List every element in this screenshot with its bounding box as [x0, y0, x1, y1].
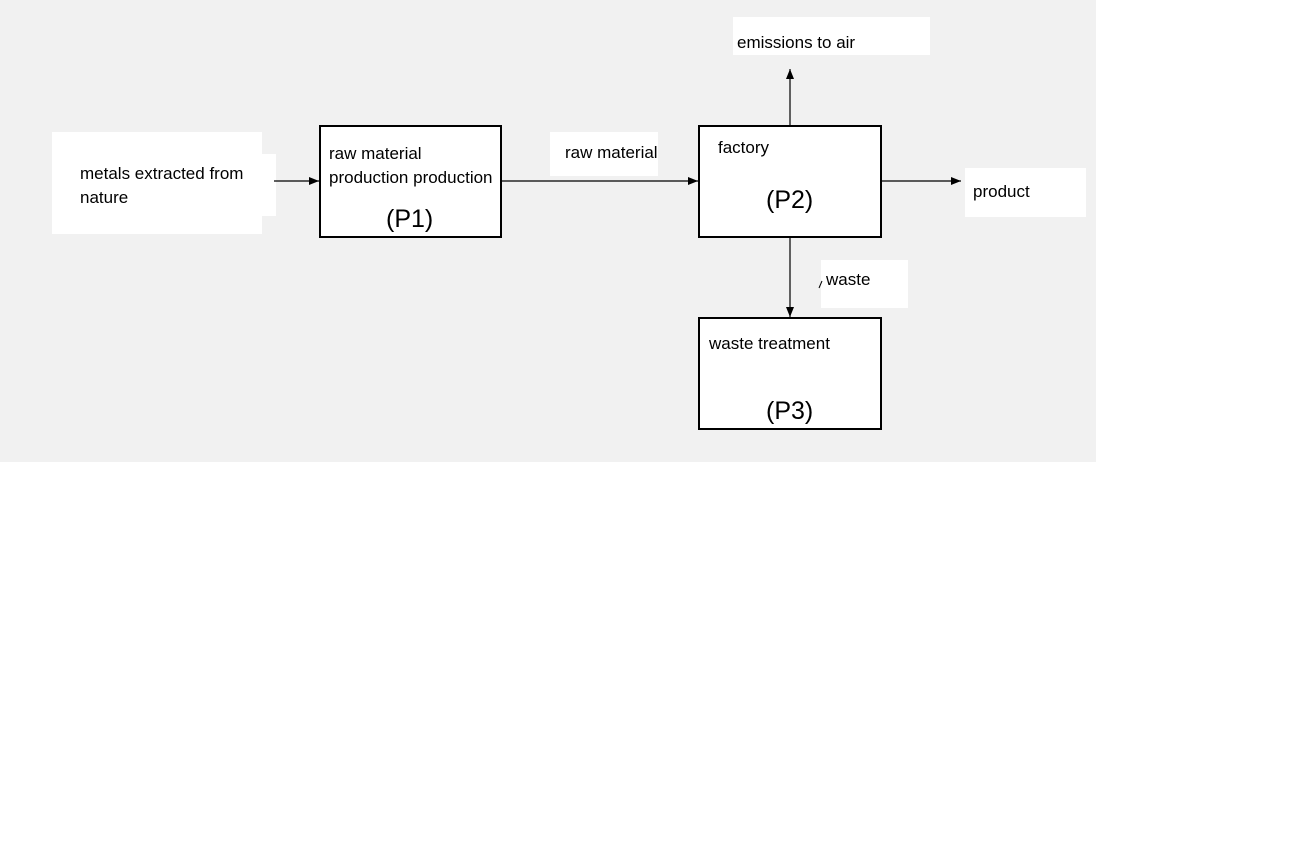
metals-label-background-notch	[262, 154, 276, 216]
waste-flow-label: waste	[826, 270, 871, 289]
raw-material-label-background	[550, 132, 658, 176]
p3-title: waste treatment	[709, 334, 830, 353]
p1-title-line1: raw material	[329, 144, 422, 163]
raw-material-flow-label: raw material	[565, 143, 658, 162]
waste-label-background	[821, 260, 908, 308]
metals-input-label-line1: metals extracted from	[80, 164, 244, 183]
metals-label-background	[52, 132, 262, 234]
metals-input-label-line2: nature	[80, 188, 129, 207]
emissions-flow-label: emissions to air	[737, 33, 856, 52]
product-flow-label: product	[973, 182, 1030, 201]
p3-code: (P3)	[766, 397, 814, 425]
process-box-p2: factory (P2)	[698, 125, 882, 238]
process-box-p1: raw material production production (P1)	[319, 125, 502, 238]
p2-title: factory	[718, 138, 770, 157]
product-label-background	[965, 168, 1086, 217]
process-box-p3: waste treatment (P3)	[698, 317, 882, 430]
p1-code: (P1)	[386, 205, 434, 233]
p2-code: (P2)	[766, 186, 814, 214]
p1-title-line2: production production	[329, 168, 493, 187]
emissions-label-background	[733, 17, 930, 55]
waste-label-tick	[818, 280, 823, 289]
